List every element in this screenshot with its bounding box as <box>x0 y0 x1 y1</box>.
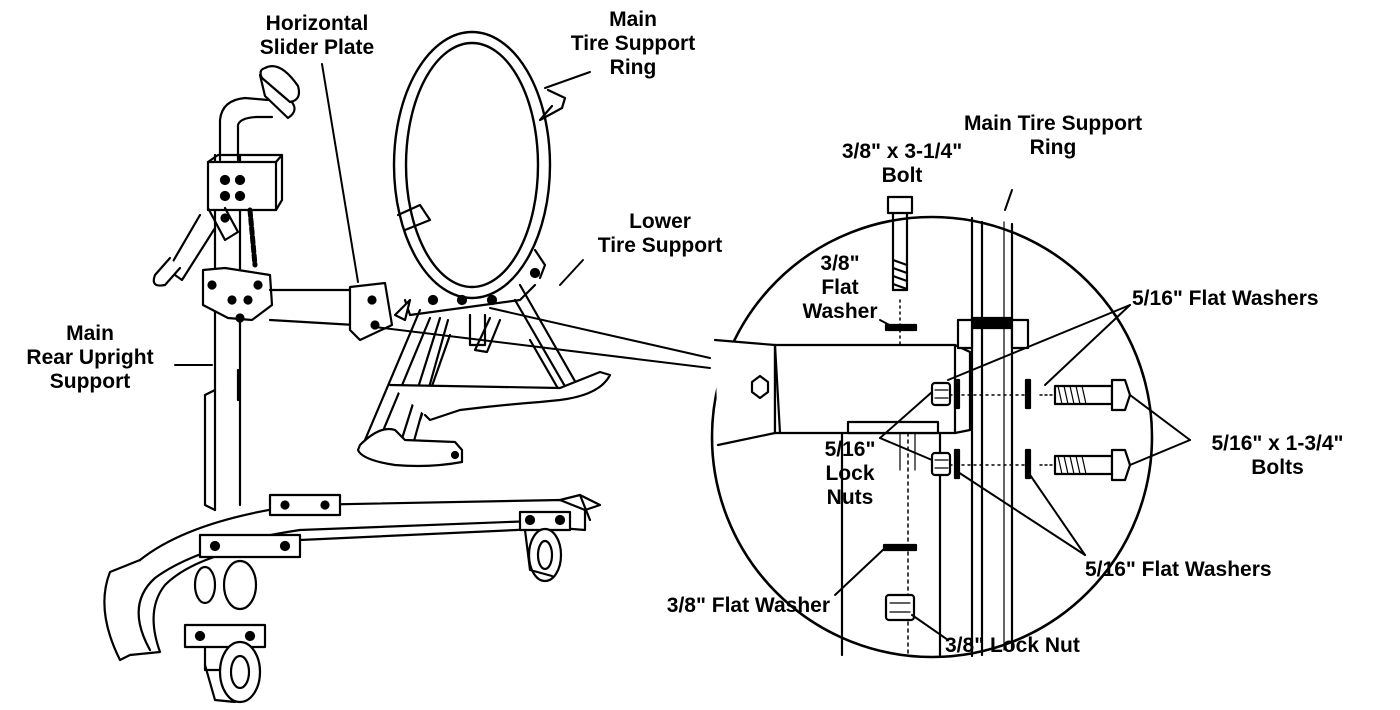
label-line: Rear Upright <box>26 346 154 369</box>
label-line: Horizontal <box>265 12 369 35</box>
ring-bar-section <box>970 216 1014 658</box>
label-line: Support <box>49 370 131 393</box>
label-line: Main <box>609 8 657 31</box>
label-line: 5/16" x 1-3/4" <box>1211 432 1344 455</box>
label-line: Main Tire Support <box>963 112 1143 135</box>
caster-front-left <box>183 623 267 704</box>
label-line: Ring <box>1029 136 1077 159</box>
label-main-tire-support-ring-top: Main Tire Support Ring <box>553 8 713 80</box>
detail-leader-lines <box>834 189 1191 641</box>
label-line: Lower <box>629 210 691 233</box>
label-line: Washer <box>802 300 878 323</box>
left-leader-lines <box>174 63 711 369</box>
bolt-3-8-top <box>884 195 918 346</box>
label-lock-nuts-5-16: 5/16" Lock Nuts <box>810 438 890 510</box>
rear-upright-support <box>152 65 301 512</box>
label-horizontal-slider-plate: Horizontal Slider Plate <box>247 12 387 60</box>
ring-nut-top <box>956 318 1030 350</box>
caster-mid <box>268 493 342 517</box>
caster-rear-left <box>193 533 302 611</box>
label-line: Bolt <box>881 164 923 187</box>
label-line: Lock <box>825 462 875 485</box>
washer-5-16-right-a <box>1024 378 1032 410</box>
label-lower-tire-support: Lower Tire Support <box>575 210 745 258</box>
lock-nut-5-16-b <box>930 448 1029 480</box>
label-flat-washer-3-8-top: 3/8" Flat Washer <box>795 252 885 324</box>
label-line: 3/8" x 3-1/4" <box>841 140 963 163</box>
label-line: 5/16" <box>824 438 876 461</box>
label-line: Bolts <box>1251 456 1304 479</box>
label-line: Flat <box>821 276 859 299</box>
label-line: Slider Plate <box>259 36 375 59</box>
label-main-rear-upright-support: Main Rear Upright Support <box>0 322 180 394</box>
lock-nut-5-16-a <box>930 378 1029 410</box>
lower-tire-support <box>356 283 612 468</box>
label-flat-washers-5-16-top: 5/16" Flat Washers <box>1132 287 1319 310</box>
slider-arm-tube <box>713 338 972 447</box>
label-bolts-5-16-x-1-3-4: 5/16" x 1-3/4" Bolts <box>1175 432 1380 480</box>
label-line: Tire Support <box>597 234 723 257</box>
bolt-5-16-b <box>1039 448 1132 482</box>
label-line: Main <box>66 322 114 345</box>
detail-circle <box>710 195 1154 659</box>
label-main-tire-support-ring-detail: Main Tire Support Ring <box>948 112 1158 160</box>
label-lock-nut-3-8: 3/8" Lock Nut <box>945 634 1080 657</box>
label-line: 3/8" <box>820 252 860 275</box>
washer-3-8-bottom <box>882 543 918 552</box>
label-line: Tire Support <box>570 32 696 55</box>
tire-support-ring <box>392 30 567 300</box>
lock-nut-3-8-bottom <box>884 593 916 622</box>
label-flat-washers-5-16-bottom: 5/16" Flat Washers <box>1085 558 1272 581</box>
label-bolt-3-8-x-3-1-4: 3/8" x 3-1/4" Bolt <box>822 140 982 188</box>
bolt-5-16-a <box>1039 378 1132 412</box>
label-flat-washer-3-8-bottom: 3/8" Flat Washer <box>666 594 830 617</box>
tire-stand-illustration <box>103 30 711 704</box>
washer-5-16-right-b <box>1024 448 1032 480</box>
caster-right <box>518 510 572 583</box>
label-line: Nuts <box>826 486 874 509</box>
horizontal-arm <box>268 281 394 342</box>
label-line: Ring <box>609 56 657 79</box>
